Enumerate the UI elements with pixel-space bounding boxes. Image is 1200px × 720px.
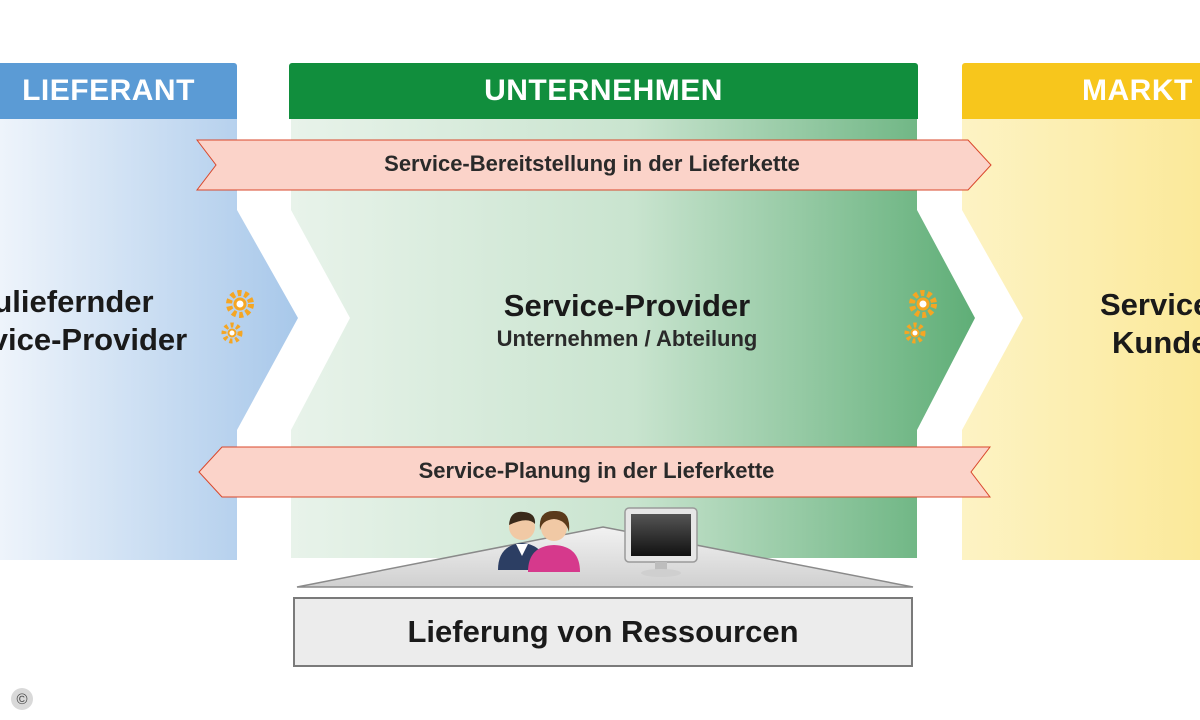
copyright-icon: © <box>11 688 33 710</box>
markt-header: MARKT <box>962 63 1200 119</box>
lieferant-header: LIEFERANT <box>0 63 237 119</box>
markt-title-line1: Service- <box>1100 287 1200 322</box>
unternehmen-title-main: Service-Provider <box>503 288 751 323</box>
monitor-icon <box>624 507 698 577</box>
markt-title: Service- Kunde <box>1100 286 1200 362</box>
top-ribbon-arrow <box>195 139 992 191</box>
top-ribbon-label: Service-Bereitstellung in der Lieferkett… <box>384 151 800 176</box>
gear-icon <box>221 290 254 344</box>
markt-panel <box>962 119 1200 560</box>
lieferant-header-label: LIEFERANT <box>22 74 195 107</box>
resources-box: Lieferung von Ressourcen <box>293 597 913 667</box>
unternehmen-header-label: UNTERNEHMEN <box>484 74 723 107</box>
lieferant-title-line1: Zuliefernder <box>0 284 154 319</box>
unternehmen-subtitle: Unternehmen / Abteilung <box>496 326 758 351</box>
gear-icon <box>904 290 937 344</box>
markt-header-label: MARKT <box>1082 74 1193 107</box>
resources-label: Lieferung von Ressourcen <box>407 614 799 649</box>
people-icon <box>498 510 580 572</box>
markt-title-line2: Kunde <box>1112 325 1200 360</box>
lieferant-title: Zuliefernder Service-Provider <box>0 283 214 359</box>
unternehmen-header: UNTERNEHMEN <box>289 63 918 119</box>
lieferant-title-line2: Service-Provider <box>0 322 188 357</box>
bottom-ribbon-label: Service-Planung in der Lieferkette <box>418 458 775 483</box>
bottom-ribbon-arrow <box>198 446 992 498</box>
unternehmen-title: Service-Provider Unternehmen / Abteilung <box>427 287 827 353</box>
resource-triangle <box>296 526 914 588</box>
